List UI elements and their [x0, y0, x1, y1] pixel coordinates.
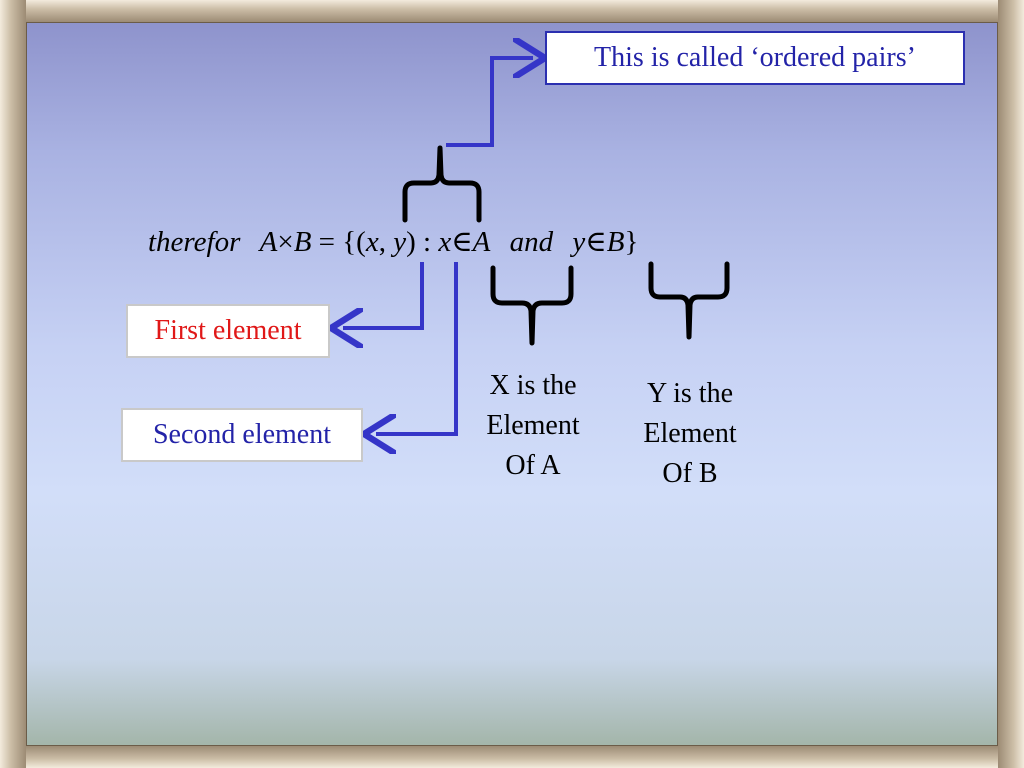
formula-a: A — [259, 226, 278, 258]
first-element-label: First element — [154, 315, 302, 346]
connector-first-element — [343, 262, 424, 328]
cartesian-product-formula: therefor A×B = {(x, y) : x∈A and y∈B} — [148, 224, 638, 259]
y-note-line-3: Of B — [662, 458, 718, 489]
formula-close-colon: ) : — [406, 226, 432, 258]
ordered-pairs-label: This is called ‘ordered pairs’ — [594, 42, 916, 73]
second-element-callout: Second element — [121, 408, 363, 462]
frame-top — [0, 0, 1024, 22]
y-element-note: Y is the Element Of B — [615, 374, 765, 494]
formula-times: × — [277, 226, 294, 258]
formula-and: and — [509, 226, 554, 258]
formula-element-of-b: ∈ — [585, 226, 607, 258]
connector-second-element — [376, 262, 458, 434]
x-element-note: X is the Element Of A — [458, 366, 608, 486]
formula-close-brace: } — [624, 226, 639, 258]
formula-comma: , — [378, 226, 386, 258]
connector-ordered-pairs — [446, 58, 533, 147]
frame-bottom — [0, 746, 1024, 768]
formula-set-b: B — [606, 226, 625, 258]
formula-therefor: therefor — [148, 226, 241, 258]
formula-y: y — [393, 226, 407, 258]
x-note-line-2: Element — [486, 410, 580, 441]
formula-element-of-a: ∈ — [451, 226, 473, 258]
frame-left — [0, 0, 26, 768]
formula-equals-open: = {( — [318, 226, 366, 258]
formula-x: x — [365, 226, 379, 258]
second-element-label: Second element — [152, 419, 332, 450]
first-element-callout: First element — [126, 304, 330, 358]
slide-background — [26, 22, 998, 746]
underbrace-x-in-a — [490, 265, 574, 346]
formula-y-member: y — [572, 226, 586, 258]
formula-set-a: A — [472, 226, 491, 258]
formula-x-member: x — [438, 226, 452, 258]
x-note-line-3: Of A — [505, 450, 561, 481]
y-note-line-1: Y is the — [646, 378, 734, 409]
y-note-line-2: Element — [643, 418, 737, 449]
x-note-line-1: X is the — [489, 370, 577, 401]
frame-right — [998, 0, 1024, 768]
underbrace-y-in-b — [648, 261, 730, 340]
overbrace-ordered-pair — [402, 145, 482, 223]
ordered-pairs-callout: This is called ‘ordered pairs’ — [545, 31, 965, 85]
formula-b: B — [293, 226, 312, 258]
